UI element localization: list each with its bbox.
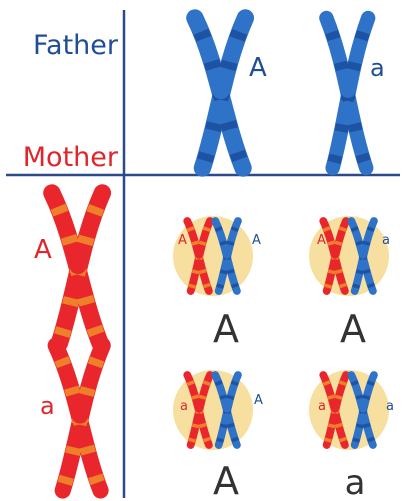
offspring-genotype-4: a <box>345 463 366 501</box>
offspring-cell-3 <box>173 370 253 450</box>
red-chromosome-icon <box>47 337 111 499</box>
father-label: Father <box>33 30 119 61</box>
offspring-genotype-3: A <box>213 459 239 501</box>
blue-chromosome-icon <box>347 371 378 449</box>
blue-chromosome-icon <box>347 217 378 295</box>
blue-chromosome-icon <box>186 9 255 177</box>
mother-chromosome-1 <box>43 184 112 352</box>
father-allele-label-1: A <box>249 53 267 83</box>
mother-chromosome-2 <box>47 337 111 499</box>
offspring-father-allele-2: a <box>382 233 390 248</box>
red-chromosome-icon <box>183 217 214 295</box>
offspring-mother-allele-3: a <box>180 399 188 414</box>
blue-chromosome-icon <box>211 371 242 449</box>
red-chromosome-icon <box>319 217 350 295</box>
cell-circle <box>173 216 253 296</box>
offspring-genotype-1: A <box>213 307 239 351</box>
blue-chromosome-icon <box>319 10 376 176</box>
mother-allele-label-2: a <box>40 392 55 420</box>
father-allele-label-2: a <box>370 54 385 82</box>
mother-allele-label-1: A <box>34 235 52 265</box>
mother-label: Mother <box>23 142 119 173</box>
offspring-cell-2 <box>309 216 389 296</box>
offspring-cell-1 <box>173 216 253 296</box>
offspring-mother-allele-2: A <box>317 233 326 248</box>
offspring-mother-allele-4: a <box>318 399 326 414</box>
red-chromosome-icon <box>319 371 350 449</box>
father-chromosome-2 <box>319 10 376 176</box>
offspring-genotype-2: A <box>340 307 366 351</box>
red-chromosome-icon <box>183 371 214 449</box>
offspring-father-allele-1: A <box>252 233 261 248</box>
offspring-father-allele-4: a <box>386 399 394 414</box>
offspring-father-allele-3: A <box>254 393 263 408</box>
blue-chromosome-icon <box>211 217 242 295</box>
red-chromosome-icon <box>43 184 112 352</box>
cell-circle <box>309 216 389 296</box>
offspring-mother-allele-1: A <box>178 233 187 248</box>
offspring-cell-4 <box>309 370 389 450</box>
father-chromosome-1 <box>186 9 255 177</box>
